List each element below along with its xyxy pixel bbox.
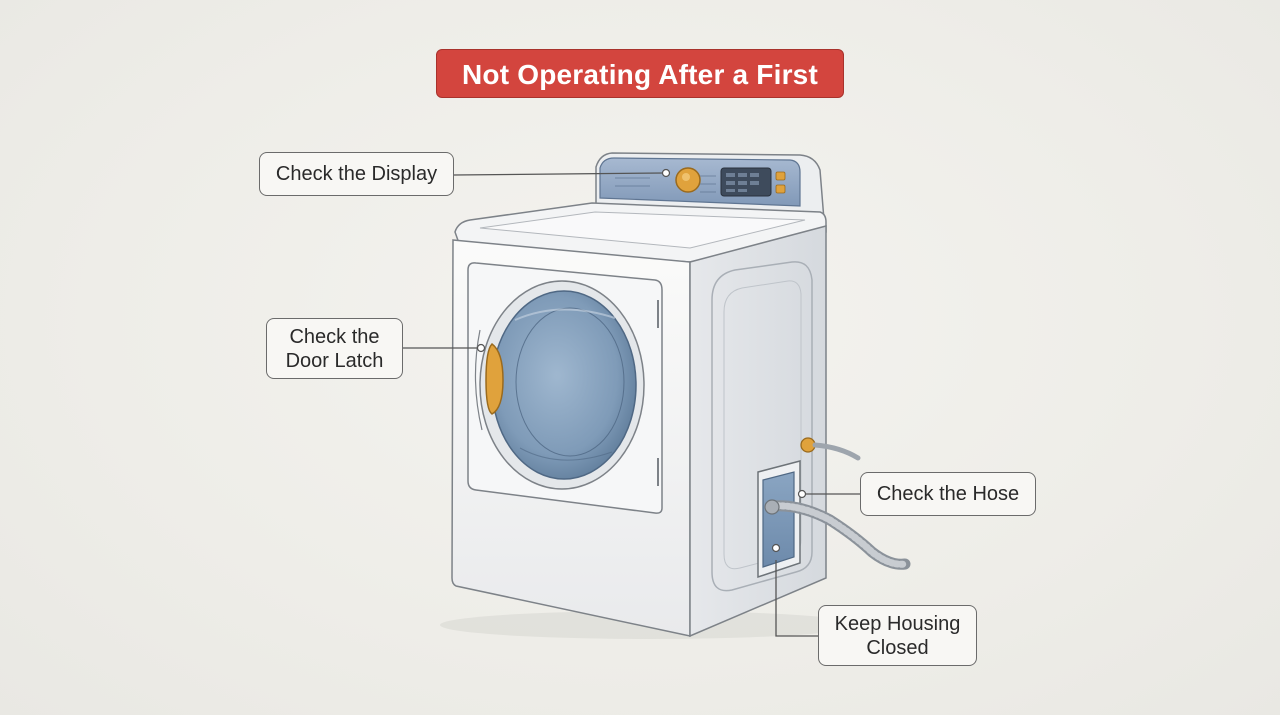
display-segments — [726, 173, 759, 192]
callout-check-door-latch: Check the Door Latch — [266, 318, 403, 379]
panel-lines — [615, 175, 716, 193]
page-title: Not Operating After a First — [436, 49, 844, 98]
callout-check-hose: Check the Hose — [860, 472, 1036, 516]
drum-inner — [515, 307, 625, 457]
callout-keep-housing-closed: Keep Housing Closed — [818, 605, 977, 666]
door-latch — [485, 343, 504, 415]
leader-lines — [403, 172, 860, 637]
leader-dots — [476, 168, 807, 553]
callout-check-display: Check the Display — [259, 152, 454, 196]
side-emboss — [711, 261, 813, 592]
